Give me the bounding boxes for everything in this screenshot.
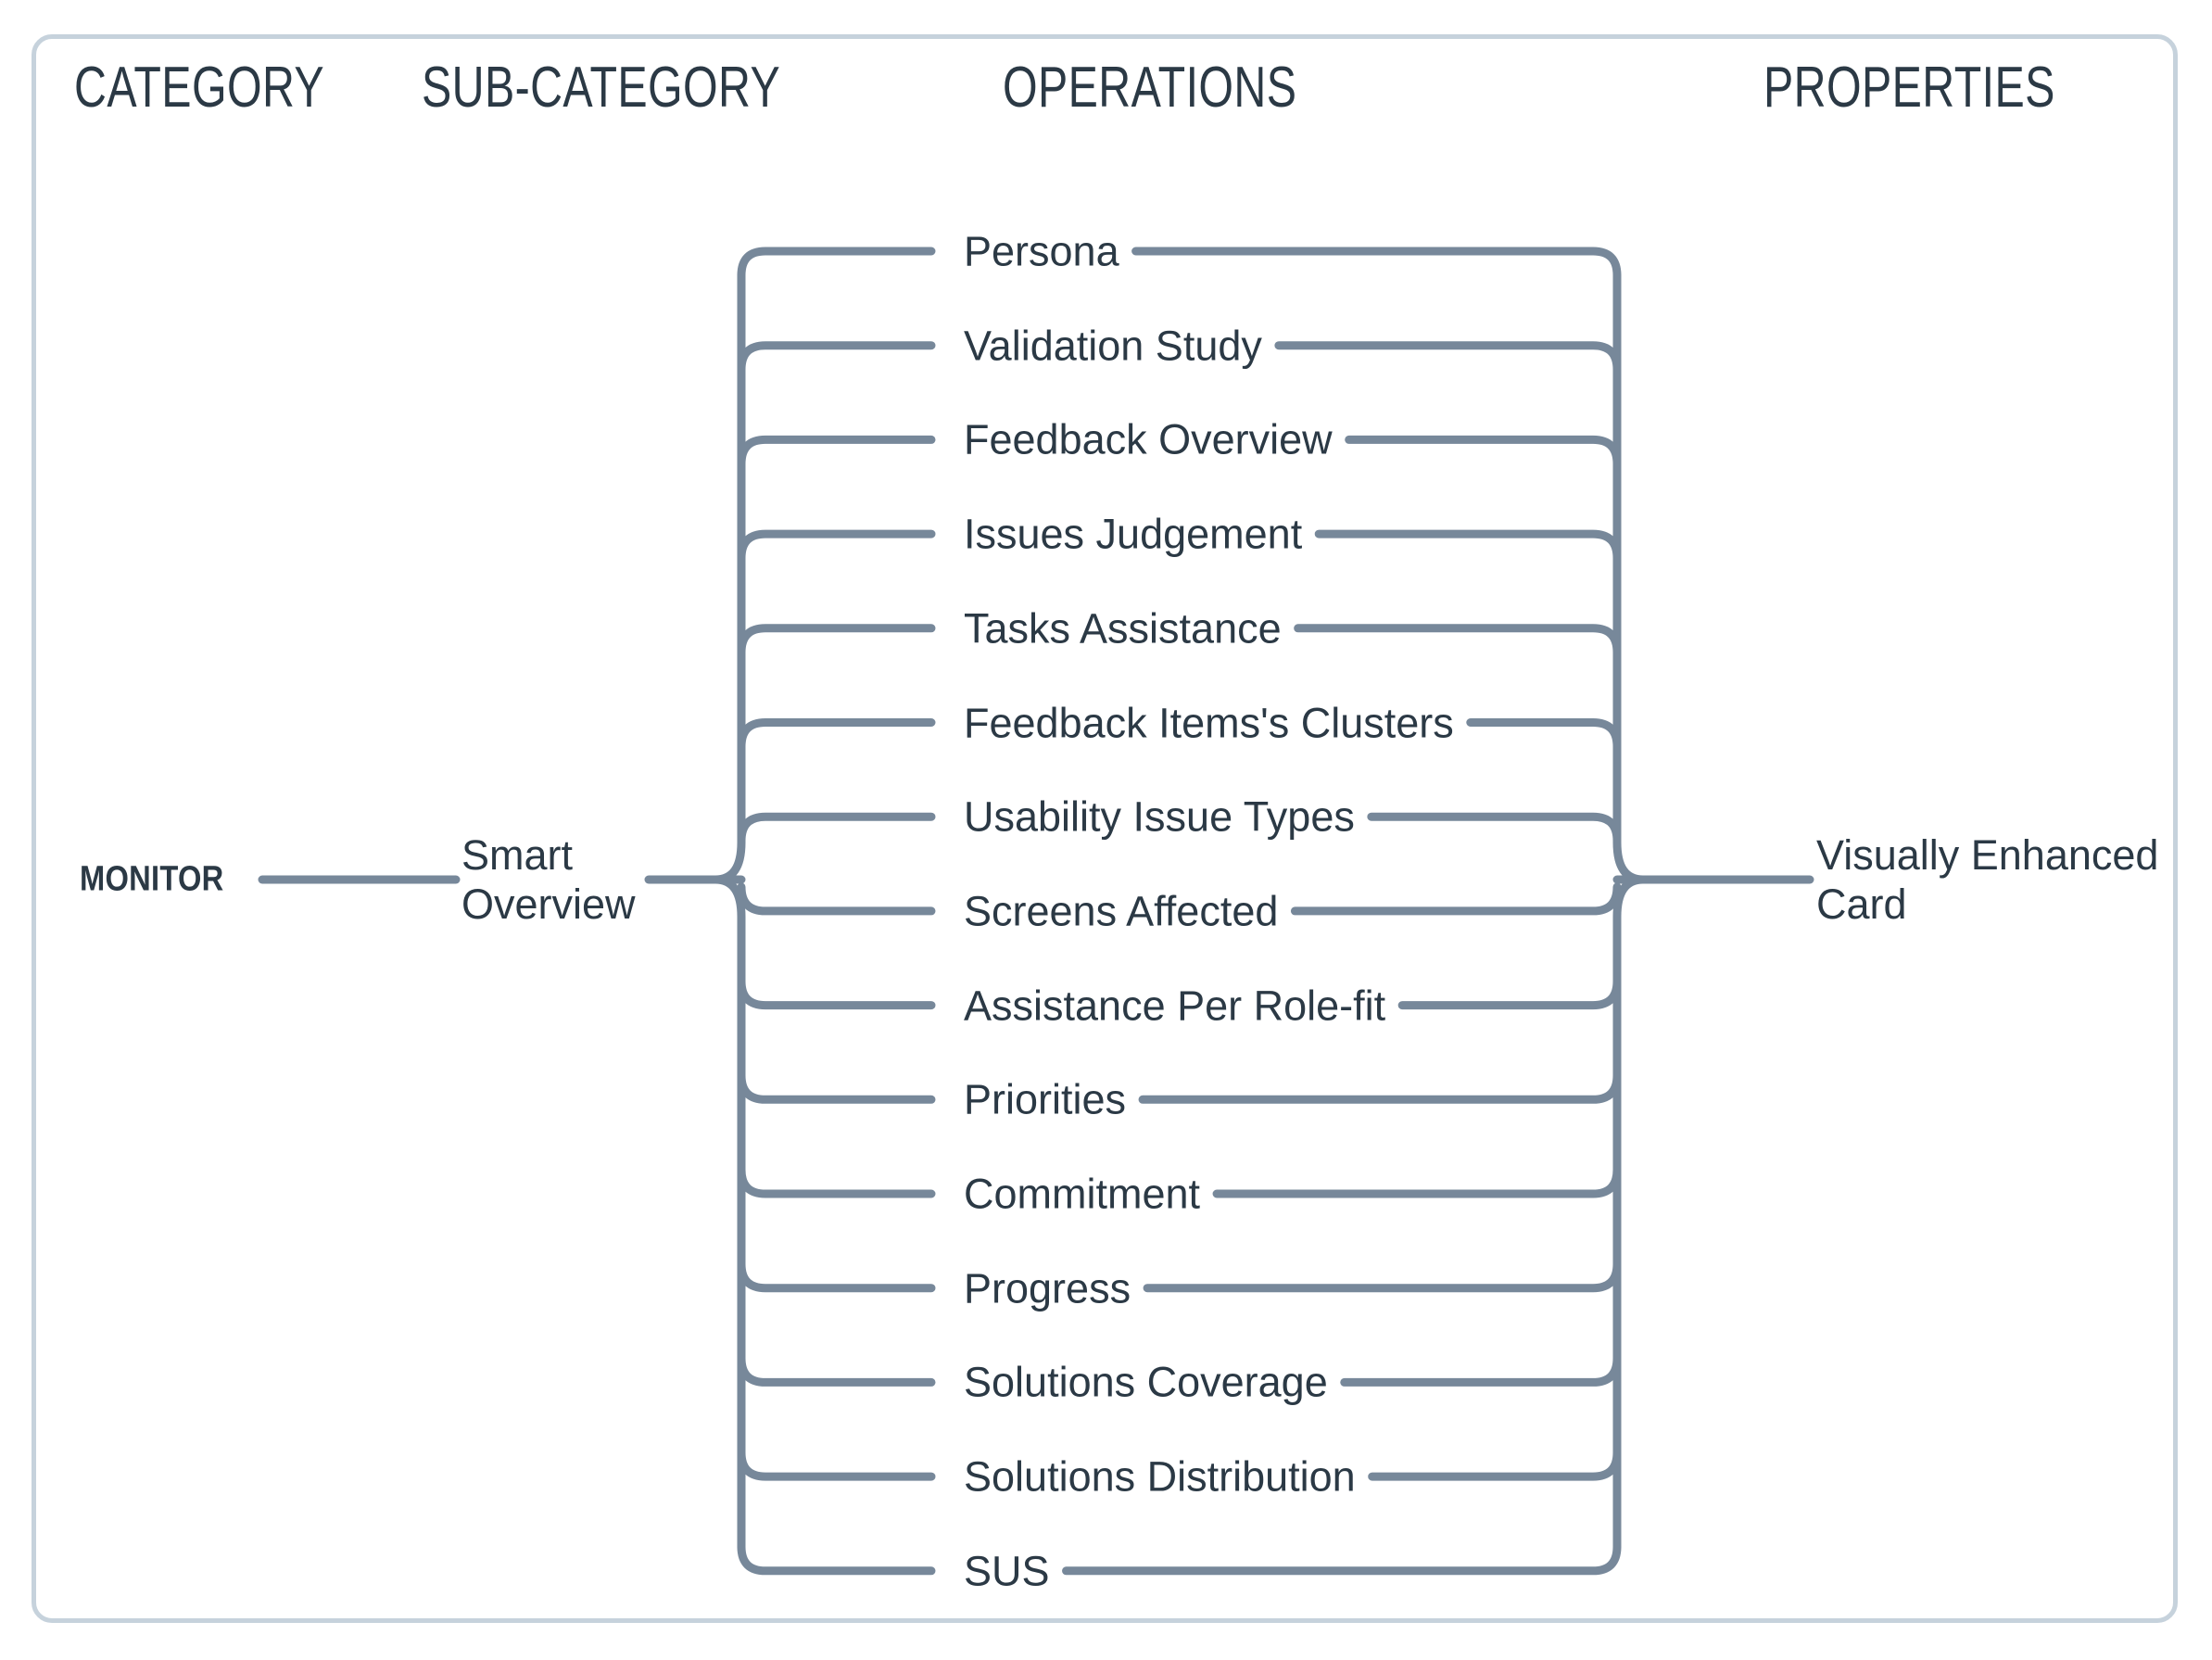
operation-label[interactable]: Priorities	[964, 1075, 1127, 1123]
operation-label[interactable]: Feedback Items's Clusters	[964, 699, 1454, 746]
column-header-properties: PROPERTIES	[1763, 56, 2055, 120]
operation-label[interactable]: Tasks Assistance	[964, 604, 1282, 653]
diagram-card-frame	[32, 34, 2178, 1623]
operation-label[interactable]: Feedback Overview	[964, 415, 1333, 463]
operation-label[interactable]: Validation Study	[964, 322, 1262, 370]
column-header-category: CATEGORY	[74, 56, 325, 120]
operation-label[interactable]: Usability Issue Types	[964, 792, 1355, 841]
operation-label[interactable]: Assistance Per Role-fit	[964, 982, 1386, 1030]
operation-label[interactable]: Progress	[964, 1264, 1131, 1312]
operation-label[interactable]: Screens Affected	[964, 887, 1279, 935]
node-sub-category-smart-overview[interactable]: Smart Overview	[461, 830, 636, 928]
node-properties-visually-enhanced-card[interactable]: Visually Enhanced Card	[1816, 830, 2159, 928]
operation-label[interactable]: Persona	[964, 227, 1119, 275]
operation-label[interactable]: Solutions Coverage	[964, 1358, 1328, 1406]
operation-label[interactable]: Solutions Distribution	[964, 1452, 1356, 1501]
operation-label[interactable]: Commitment	[964, 1170, 1201, 1218]
operation-label[interactable]: Issues Judgement	[964, 510, 1303, 558]
column-header-operations: OPERATIONS	[1003, 56, 1297, 120]
column-header-sub-category: SUB-CATEGORY	[422, 56, 781, 120]
operation-label[interactable]: SUS	[964, 1547, 1050, 1595]
node-category-monitor[interactable]: MONITOR	[80, 859, 224, 899]
